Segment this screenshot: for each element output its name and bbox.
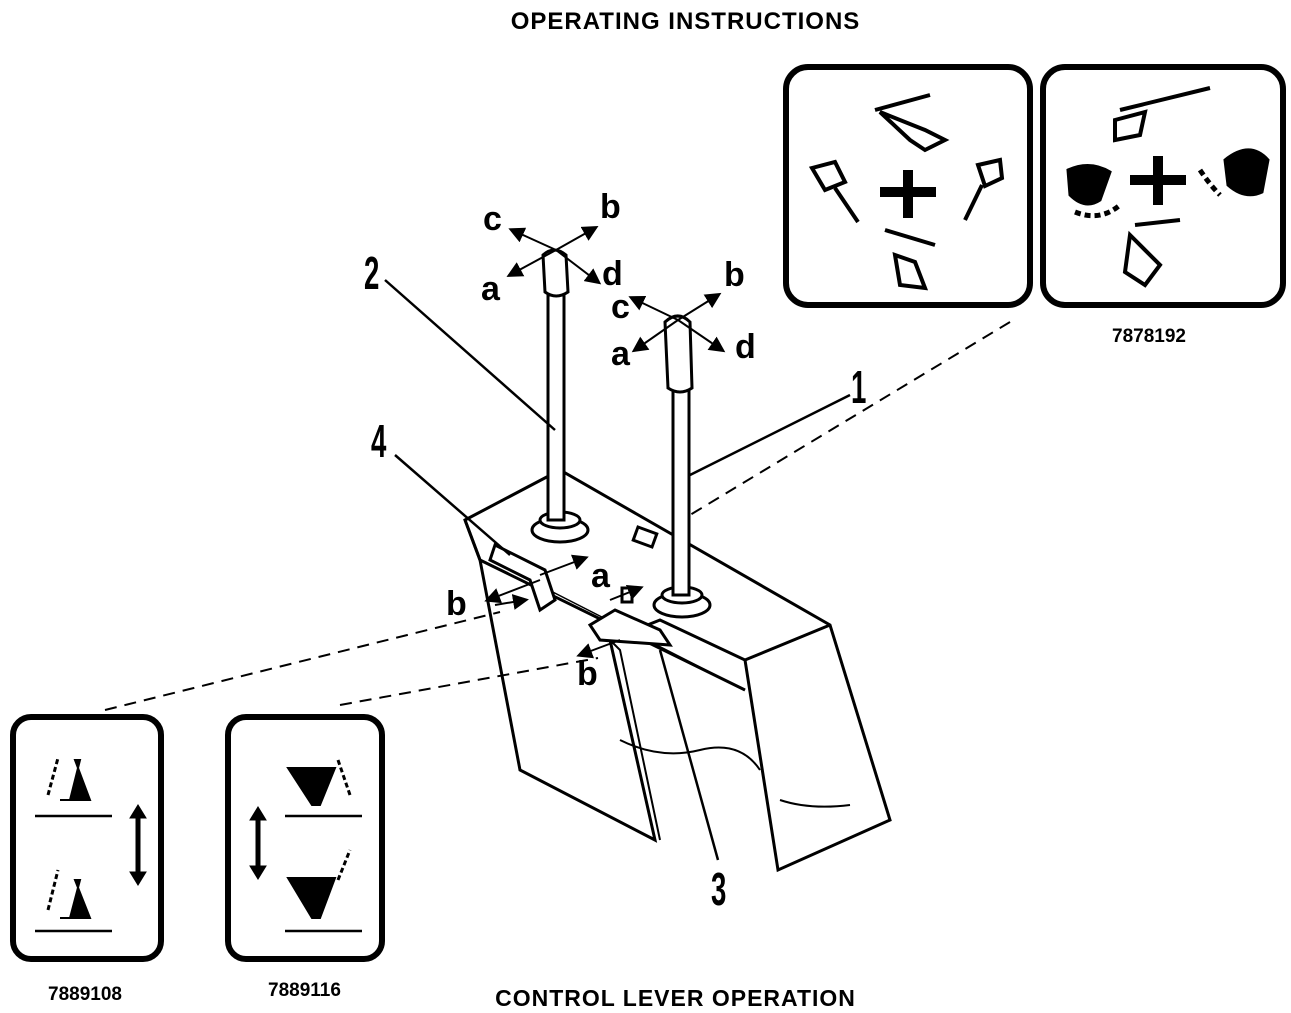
dir-a-small: a [591, 557, 610, 595]
callout-4: 4 [371, 415, 387, 467]
lever-2-direction-arrows [506, 226, 602, 285]
dir-d-lever1: d [735, 328, 756, 366]
dir-a-lever2: a [481, 270, 500, 308]
dir-a-lever1: a [611, 335, 630, 373]
decal-code-7878192: 7878192 [1112, 326, 1186, 347]
dir-b-lever1: b [724, 256, 745, 294]
dir-b-small-left: b [446, 585, 467, 623]
small-lever-arrows [484, 554, 644, 659]
decal-right [225, 714, 385, 962]
dir-b-lever2: b [600, 188, 621, 226]
caption: CONTROL LEVER OPERATION [495, 985, 856, 1011]
decal-left [10, 714, 164, 962]
callout-3: 3 [711, 863, 727, 915]
decal-code-7889116: 7889116 [268, 980, 341, 1001]
lever-1-shape [652, 314, 712, 619]
dir-c-lever2: c [483, 200, 502, 238]
lever-1-direction-arrows [628, 292, 726, 353]
decal-code-7889108: 7889108 [48, 984, 122, 1005]
dir-d-lever2: d [602, 255, 623, 293]
callout-1: 1 [851, 361, 867, 413]
lever-2-shape [530, 248, 590, 544]
page-title: OPERATING INSTRUCTIONS [510, 8, 861, 35]
dir-c-lever1: c [611, 288, 630, 326]
dir-b-small-right: b [577, 655, 598, 693]
leader-lines [384, 279, 851, 861]
dashed-reference-lines [104, 321, 1011, 711]
joystick-decal [783, 64, 1286, 308]
callout-2: 2 [364, 247, 380, 299]
